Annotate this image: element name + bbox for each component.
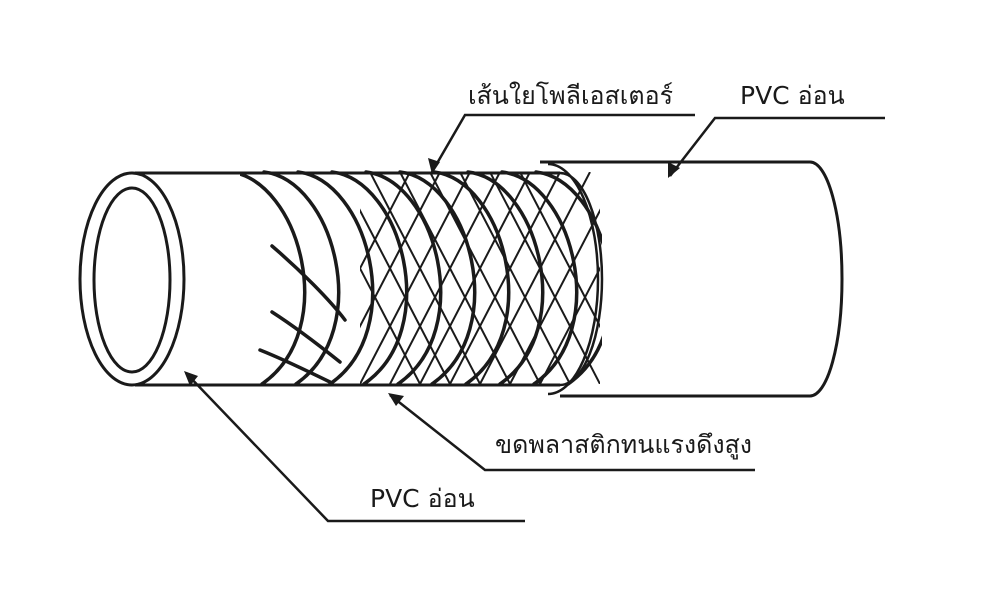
leader-wire [389,394,755,472]
label-pvc-inner: PVC อ่อน [370,484,475,513]
leader-lines [184,113,885,523]
label-polyester-fiber: เส้นใยโพลีเอสเตอร์ [468,81,674,110]
leader-polyester [430,113,695,173]
leader-pvc-inner [185,372,525,523]
label-helix-wire: ขดพลาสติกทนแรงดึงสูง [495,430,753,459]
leader-pvc-outer [669,116,885,177]
helix-wire [240,170,602,386]
inner-tube [135,171,604,387]
label-pvc-outer: PVC อ่อน [740,81,845,110]
tube-end-ring [78,171,186,387]
